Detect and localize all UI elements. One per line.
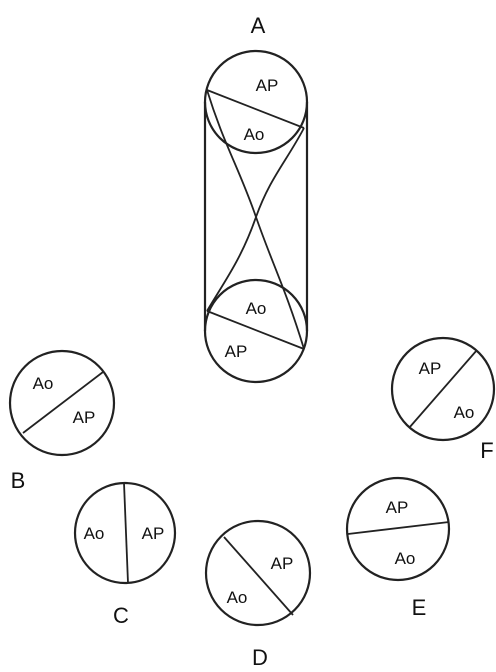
divider-e	[347, 521, 450, 535]
diagram-f: AP Ao F	[390, 336, 496, 463]
lower-ao-label: Ao	[246, 299, 267, 318]
diagram-d: AP Ao D	[204, 519, 312, 670]
circle-f	[390, 336, 496, 442]
upper-divider	[206, 89, 305, 129]
diagram-a: A AP Ao Ao AP	[203, 13, 309, 384]
upper-ao-label: Ao	[244, 125, 265, 144]
e-ao-label: Ao	[395, 549, 416, 568]
label-f: F	[480, 438, 493, 463]
twist-curve-right	[206, 127, 305, 312]
circle-c	[73, 481, 177, 585]
diagram-e: AP Ao E	[345, 476, 451, 620]
b-ap-label: AP	[73, 408, 96, 427]
diagram-c: Ao AP C	[73, 481, 177, 628]
d-ap-label: AP	[271, 554, 294, 573]
lower-circle	[203, 278, 309, 384]
c-ao-label: Ao	[84, 524, 105, 543]
circle-b	[8, 349, 116, 457]
label-e: E	[412, 595, 427, 620]
divider-d	[223, 536, 294, 616]
b-ao-label: Ao	[33, 374, 54, 393]
divider-c	[123, 482, 129, 584]
lower-ap-label: AP	[225, 342, 248, 361]
divider-f	[408, 349, 478, 429]
c-ap-label: AP	[142, 524, 165, 543]
d-ao-label: Ao	[227, 588, 248, 607]
upper-circle	[203, 49, 309, 155]
lower-divider	[206, 310, 305, 350]
label-b: B	[11, 468, 26, 493]
divider-b	[22, 371, 104, 434]
upper-ap-label: AP	[256, 76, 279, 95]
e-ap-label: AP	[386, 498, 409, 517]
f-ap-label: AP	[419, 359, 442, 378]
label-a: A	[251, 13, 266, 38]
circle-e	[345, 476, 451, 582]
circle-d	[204, 519, 312, 627]
diagram-b: Ao AP B	[8, 349, 116, 493]
label-d: D	[252, 645, 268, 670]
label-c: C	[113, 603, 129, 628]
f-ao-label: Ao	[454, 403, 475, 422]
